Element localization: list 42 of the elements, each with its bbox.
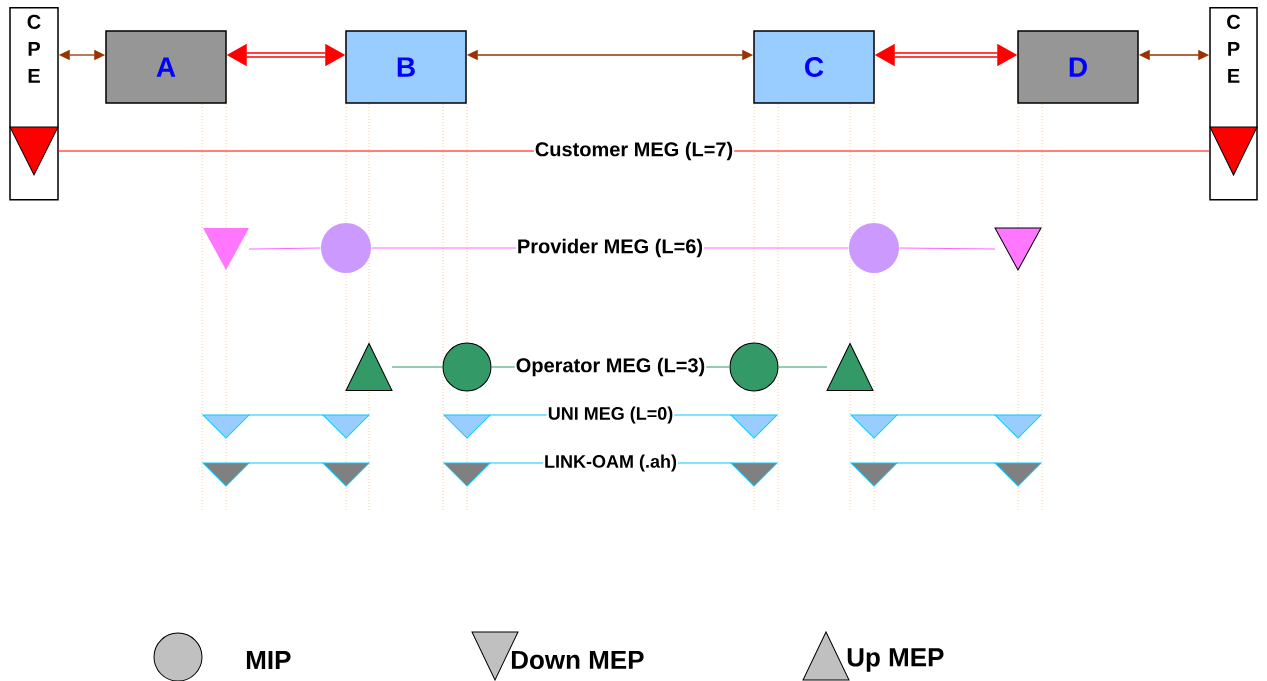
meg-line	[899, 247, 996, 250]
mip-circle	[729, 342, 779, 392]
down-mep-triangle	[994, 414, 1042, 439]
meg-line	[896, 462, 996, 464]
edge-label: Operator MEG (L=3)	[514, 356, 707, 378]
up-mep-triangle	[345, 343, 393, 391]
legend-label: MIP	[246, 651, 291, 669]
up-mep-triangle	[826, 343, 874, 391]
legend-label: Up MEP	[847, 648, 944, 672]
down-mep-triangle	[1209, 126, 1258, 176]
meg-line	[896, 414, 996, 416]
meg-line	[391, 366, 443, 368]
down-mep-triangle	[202, 414, 250, 439]
bridge-box: A	[105, 30, 227, 104]
down-mep-triangle	[443, 462, 491, 487]
bridge-box: C	[753, 30, 875, 104]
down-mep-triangle	[9, 126, 59, 176]
mip-circle	[321, 223, 371, 273]
meg-line	[778, 366, 828, 368]
meg-line	[248, 462, 324, 464]
down-mep-triangle	[322, 462, 370, 487]
down-mep-triangle	[994, 462, 1042, 487]
mip-circle	[442, 342, 492, 392]
legend-label: Down MEP	[511, 650, 644, 670]
down-mep-triangle	[850, 414, 898, 439]
edge-label: LINK-OAM (.ah)	[543, 453, 678, 473]
down-mep-triangle	[850, 462, 898, 487]
down-mep-triangle	[730, 414, 778, 439]
edge-label: Customer MEG (L=7)	[533, 140, 735, 162]
meg-line	[248, 414, 324, 416]
edge-label: UNI MEG (L=0)	[546, 405, 675, 425]
mip-circle	[849, 223, 899, 273]
down-mep-triangle	[203, 228, 249, 270]
down-mep-triangle	[730, 462, 778, 487]
down-mep-triangle	[322, 414, 370, 439]
edge-label: Provider MEG (L=6)	[515, 237, 705, 259]
meg-line	[248, 247, 321, 250]
down-mep-triangle	[202, 462, 250, 487]
bridge-box: B	[345, 30, 467, 104]
down-mep-triangle	[443, 414, 491, 439]
bridge-box: D	[1017, 30, 1139, 104]
down-mep-triangle	[994, 227, 1042, 271]
